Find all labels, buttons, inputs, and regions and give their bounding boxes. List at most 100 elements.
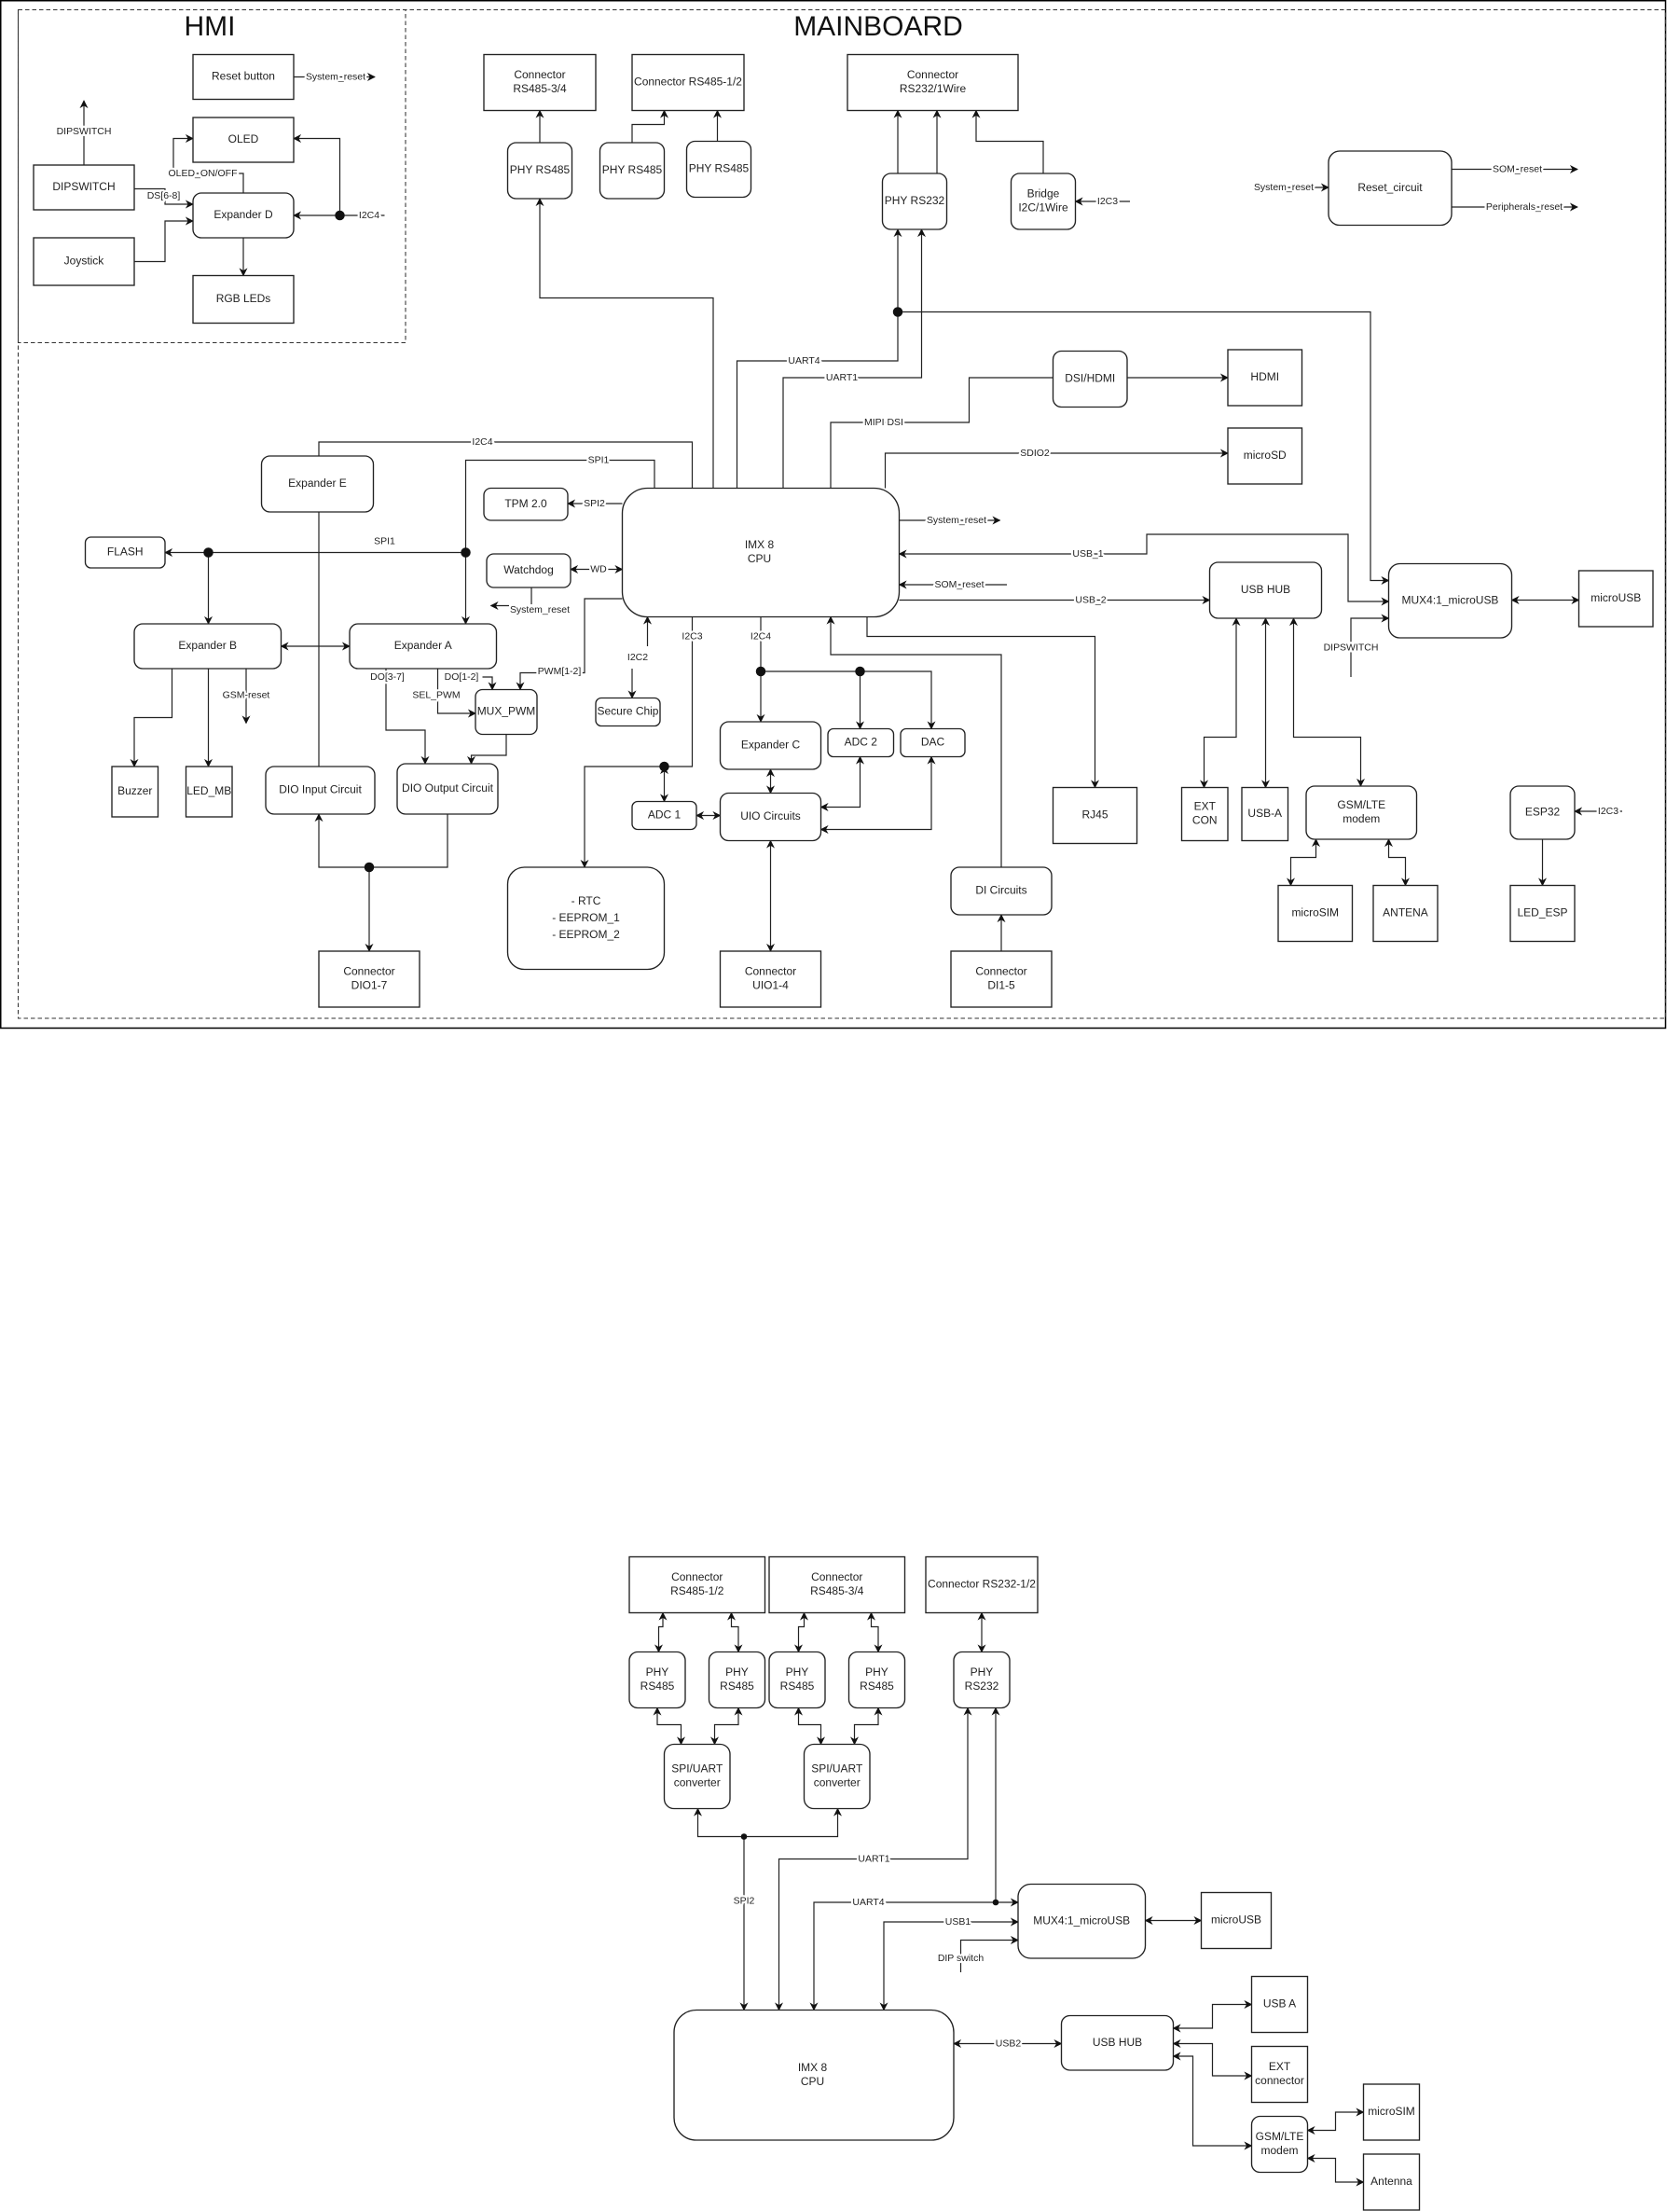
microsim-box <box>1277 884 1354 943</box>
hmi-system-reset-signal-label: System_reset <box>306 72 365 82</box>
esp32-label: ESP32 <box>1525 806 1561 819</box>
bottom-converter-1-label: SPI/UART <box>671 1762 723 1776</box>
connection-line <box>727 1611 743 1653</box>
bottom-phy-rs485-4-label: PHY <box>865 1665 888 1679</box>
bottom-phy-rs232-label: RS232 <box>965 1679 999 1693</box>
bridge-i2c3-signal-label: I2C3 <box>1097 197 1118 207</box>
phy-rs485-3-block: PHY RS485 <box>685 140 752 199</box>
uio-block: UIO Circuits <box>719 792 822 842</box>
bottom-conn-rs232-box <box>925 1555 1039 1614</box>
ext-con-box <box>1180 786 1229 842</box>
watchdog-label: Watchdog <box>503 563 554 576</box>
expander-a-label: Expander A <box>394 639 452 652</box>
connection-line <box>1289 617 1366 787</box>
hmi-reset-button-block: Reset button <box>192 53 295 101</box>
usb-1-signal-label: USB_1 <box>1072 549 1103 560</box>
bottom-conn-rs485-12-label: RS485-1/2 <box>670 1584 724 1597</box>
connection-line <box>535 198 714 489</box>
signal-labels: System_resetDIPSWITCHDS[6-8]OLED_ON/OFFI… <box>54 70 1620 2051</box>
mux-microusb-block: MUX4:1_microUSB <box>1387 562 1513 639</box>
microusb-block: microUSB <box>1577 570 1654 628</box>
phy-rs485-2-block: PHY RS485 <box>599 142 666 200</box>
bottom-microsim-block: microSIM <box>1362 2083 1421 2141</box>
phy-rs485-3-label: PHY RS485 <box>689 162 750 175</box>
junction-dot <box>335 210 345 221</box>
secure-chip-block: Secure Chip <box>595 697 661 727</box>
bottom-cpu-label: IMX 8 <box>798 2061 828 2074</box>
tpm-box <box>483 487 569 521</box>
hmi-rgb-leds-block: RGB LEDs <box>192 274 295 325</box>
bottom-phy-rs232-box <box>953 1651 1011 1709</box>
bottom-antenna-label: Antenna <box>1370 2175 1412 2188</box>
connection-line <box>819 755 936 834</box>
bottom-cpu-label: CPU <box>801 2075 824 2088</box>
dac-label: DAC <box>921 736 945 749</box>
hmi-joystick-block: Joystick <box>33 237 135 286</box>
junction-dot <box>892 307 903 317</box>
dio-output-label: DIO Output Circuit <box>402 781 494 795</box>
bottom-conn-rs485-34-box <box>768 1555 906 1614</box>
connection-line <box>580 616 694 868</box>
expander-c-block: Expander C <box>719 721 822 770</box>
mux-pwm-box <box>475 688 538 736</box>
gsm-label: GSM/LTE <box>1337 798 1385 811</box>
ds-signal-label: DS[6-8] <box>147 191 181 201</box>
secure-chip-box <box>595 697 661 727</box>
connection-line <box>461 459 655 625</box>
mainboard-region <box>17 8 1667 1019</box>
sel-pwm-signal-label: SEL_PWM <box>412 690 460 700</box>
hmi-oled-box <box>192 117 295 163</box>
connection-line <box>654 1611 668 1653</box>
dio-input-box <box>265 766 376 815</box>
connection-line <box>385 668 430 765</box>
bottom-microusb-block: microUSB <box>1200 1891 1273 1950</box>
hmi-dipswitch-box <box>33 164 135 211</box>
dsi-hdmi-block: DSI/HDMI <box>1052 350 1128 408</box>
conn-di-label: Connector <box>975 965 1026 978</box>
conn-rs232-1wire-box <box>847 53 1019 112</box>
reset-circuit-block: Reset_circuit <box>1328 150 1453 227</box>
oled-on-off-signal-label: OLED_ON/OFF <box>169 169 238 179</box>
conn-rs232-1wire-label: RS232/1Wire <box>900 82 967 95</box>
expander-b-box <box>133 623 282 670</box>
dac-box <box>900 727 966 758</box>
conn-dio-label: Connector <box>343 965 394 978</box>
bottom-phy-rs485-2-box <box>708 1651 766 1709</box>
rtc-box <box>506 866 666 971</box>
bottom-microsim-box <box>1362 2083 1421 2141</box>
bottom-cpu-box <box>673 2009 955 2141</box>
usb1-signal-label: USB1 <box>945 1917 971 1928</box>
conn-rs485-12-box <box>631 53 745 112</box>
rtc-label: - EEPROM_2 <box>552 928 620 941</box>
adc1-box <box>631 800 697 831</box>
bottom-antenna-block: Antenna <box>1362 2153 1421 2211</box>
connection-line <box>959 1935 1019 1972</box>
phy-rs232-box <box>881 173 948 230</box>
bottom-ext-connector-label: EXT <box>1269 2060 1291 2073</box>
bottom-usb-hub-box <box>1060 2014 1175 2071</box>
bottom-converter-1-label: converter <box>674 1776 721 1790</box>
gsm-box <box>1305 785 1418 840</box>
dio-output-block: DIO Output Circuit <box>396 763 499 815</box>
mipi-dsi-signal-label: MIPI DSI <box>864 418 903 428</box>
expander-e-label: Expander E <box>288 477 347 490</box>
connection-line <box>794 1707 826 1746</box>
ext-con-label: EXT <box>1194 800 1217 813</box>
expander-a-box <box>349 623 498 670</box>
conn-rs232-1wire-label: Connector <box>907 68 958 81</box>
conn-di-box <box>950 950 1053 1008</box>
hmi-expander-d-box <box>192 192 295 239</box>
i2c4-top-signal-label: I2C4 <box>472 437 492 448</box>
bottom-mux-microusb-block: MUX4:1_microUSB <box>1017 1883 1147 1959</box>
connection-line <box>826 615 1002 867</box>
connection-line <box>1172 1999 1253 2033</box>
esp32-block: ESP32 <box>1509 785 1576 840</box>
microusb-box <box>1577 570 1654 628</box>
